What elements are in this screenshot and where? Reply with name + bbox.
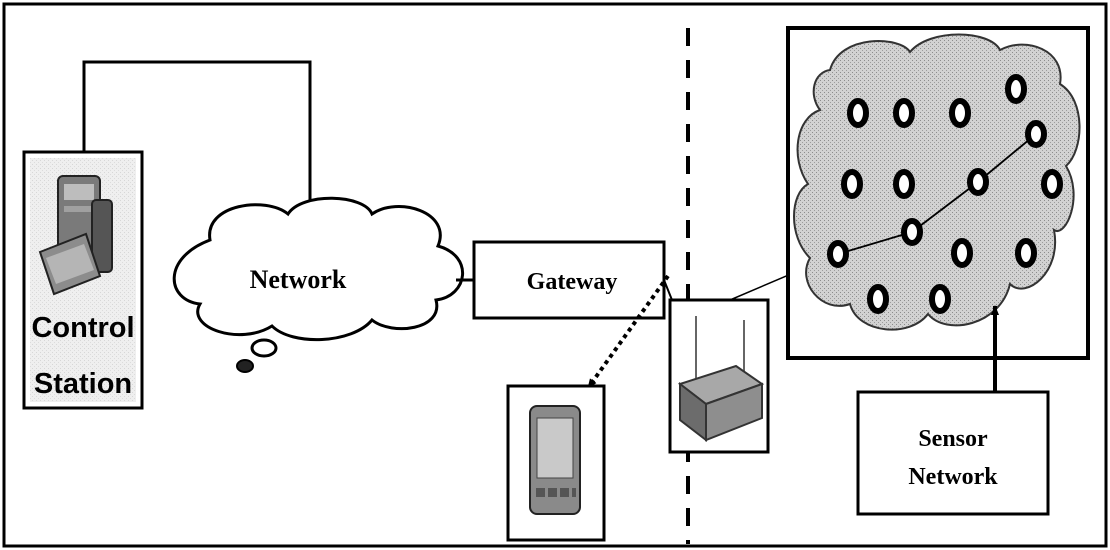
control-station-label-line1: Control bbox=[31, 312, 134, 344]
wireless-base-station-icon bbox=[677, 316, 765, 443]
station-network-link bbox=[82, 60, 312, 218]
sensor-node bbox=[949, 98, 971, 128]
gateway-basestation-link bbox=[663, 279, 673, 301]
sensor-node bbox=[1025, 120, 1047, 148]
sensor-network-box bbox=[856, 390, 1050, 516]
sensor-node bbox=[841, 169, 863, 199]
base-station bbox=[668, 298, 770, 454]
sensor-node bbox=[901, 218, 923, 246]
sensor-node bbox=[893, 169, 915, 199]
sensor-node bbox=[929, 284, 951, 314]
sensor-node bbox=[967, 168, 989, 196]
sensor-network-label-line2: Network bbox=[908, 464, 998, 490]
network-cloud: Network bbox=[172, 196, 465, 373]
handheld-device-icon bbox=[529, 405, 581, 515]
sensor-node bbox=[827, 240, 849, 268]
gateway-box bbox=[472, 240, 666, 320]
sensor-nodes bbox=[827, 74, 1063, 314]
control-station-label-line2: Station bbox=[34, 368, 132, 400]
gateway: Gateway bbox=[472, 240, 666, 320]
sensor-node bbox=[951, 238, 973, 268]
sensor-node bbox=[847, 98, 869, 128]
sensor-node bbox=[867, 284, 889, 314]
handheld-device bbox=[506, 384, 606, 542]
desktop-computer-icon bbox=[38, 175, 113, 296]
sensor-network-label-line1: Sensor bbox=[918, 426, 988, 452]
sensor-node bbox=[1005, 74, 1027, 104]
sensor-node bbox=[1041, 169, 1063, 199]
sensor-network: Sensor Network bbox=[856, 390, 1050, 516]
gateway-handheld-dotted-arrow bbox=[586, 274, 670, 390]
sensor-node bbox=[1015, 238, 1037, 268]
gateway-label: Gateway bbox=[527, 269, 618, 295]
sensor-node bbox=[893, 98, 915, 128]
network-label: Network bbox=[250, 265, 347, 294]
multihop-route bbox=[837, 133, 1037, 255]
control-station: Control Station bbox=[22, 150, 144, 410]
